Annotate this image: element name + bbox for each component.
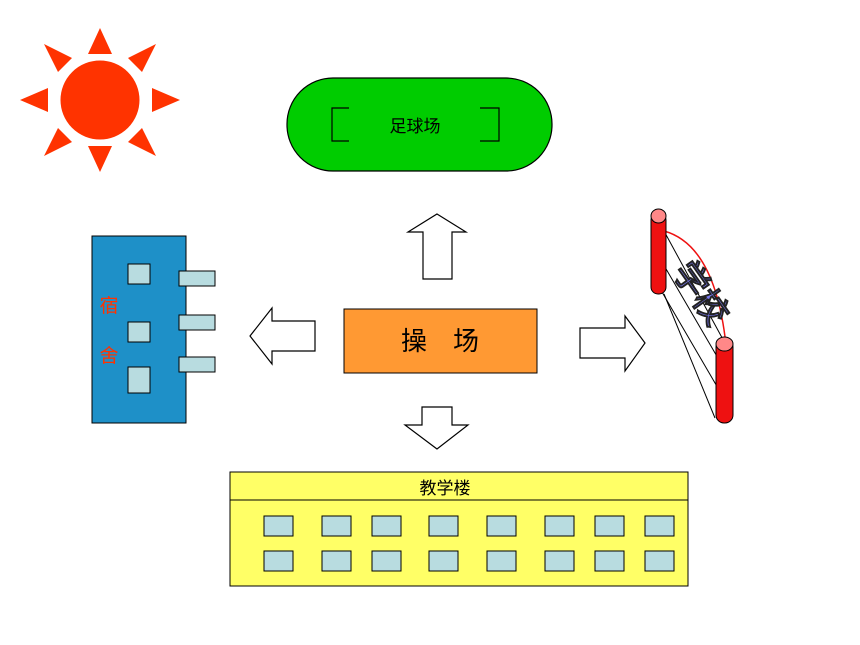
- window: [371, 550, 402, 572]
- window: [644, 550, 675, 572]
- window: [371, 515, 402, 537]
- window: [263, 550, 294, 572]
- dormitory-label-2: 舍: [99, 345, 118, 367]
- window: [321, 515, 352, 537]
- dormitory-label-1: 宿: [99, 295, 118, 317]
- window: [428, 550, 459, 572]
- window: [263, 515, 294, 537]
- football-field-label: 足球场: [390, 117, 441, 137]
- arrow-down-icon: [403, 406, 470, 450]
- school-gate: 学校: [650, 208, 737, 424]
- arrow-left-icon: [249, 306, 316, 366]
- window: [321, 550, 352, 572]
- dormitory-building: 宿 舍: [91, 235, 216, 424]
- window: [544, 550, 575, 572]
- football-field: 足球场: [286, 77, 553, 172]
- window: [428, 515, 459, 537]
- playground-box: 操 场: [343, 308, 538, 374]
- playground-label: 操 场: [401, 327, 479, 357]
- window: [594, 550, 625, 572]
- window: [486, 515, 517, 537]
- window: [594, 515, 625, 537]
- window-grid: [263, 515, 675, 572]
- arrow-right-icon: [579, 314, 646, 373]
- teaching-building-label: 教学楼: [420, 479, 471, 499]
- window: [644, 515, 675, 537]
- window: [544, 515, 575, 537]
- teaching-building: 教学楼: [229, 471, 689, 587]
- window: [486, 550, 517, 572]
- arrow-up-icon: [405, 213, 469, 280]
- sun-icon: [20, 28, 180, 172]
